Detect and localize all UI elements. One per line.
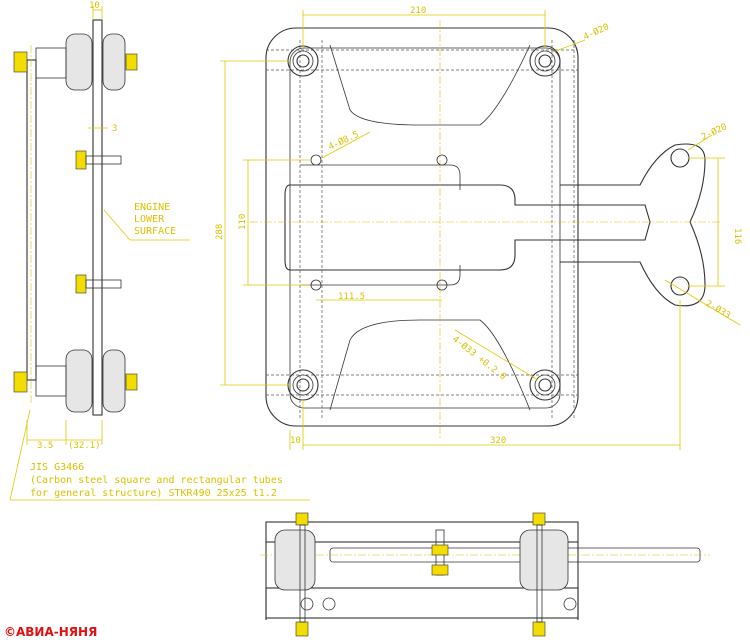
- corner-bolt-holes: [287, 45, 561, 401]
- dim-offset-115: 111.5: [338, 292, 365, 302]
- front-view: [260, 512, 710, 637]
- side-plate: [92, 19, 103, 416]
- left-mount: [274, 529, 316, 591]
- frame-outline: [265, 27, 579, 427]
- right-mount: [519, 529, 569, 591]
- dim-bottom-320: 320: [490, 436, 506, 446]
- ear-hole-bottom: [670, 276, 690, 296]
- lower-stud: [75, 274, 87, 294]
- spec-line-1: JIS G3466: [30, 462, 84, 473]
- small-holes: [310, 154, 448, 291]
- side-view: 10 3 3.5 (32.1): [9, 1, 310, 501]
- spec-line-3: for general structure) STKR490 25x25 t1.…: [30, 488, 277, 499]
- dim-ear-holes-bottom: 2-Ø33: [704, 298, 733, 321]
- top-nut: [13, 51, 28, 73]
- engine-note-3: SURFACE: [134, 226, 176, 237]
- dim-side-3: 3: [112, 124, 117, 134]
- dim-small-holes: 4-Ø8.5: [327, 129, 361, 153]
- left-nut-top: [295, 512, 309, 526]
- spec-line-2: (Carbon steel square and rectangular tub…: [30, 475, 283, 486]
- upper-stud: [75, 150, 87, 170]
- vertical-rod: [26, 59, 37, 381]
- bottom-nut: [13, 371, 28, 393]
- dim-side-321: (32.1): [68, 441, 101, 451]
- engine-note-1: ENGINE: [134, 202, 170, 213]
- dim-ear-spacing: 116: [732, 228, 742, 244]
- adapter-plate: [284, 184, 651, 271]
- top-rubber-mount: [65, 33, 93, 91]
- dim-height-outer: 288: [215, 224, 225, 240]
- bottom-rubber-mount: [65, 349, 93, 413]
- engine-note-2: LOWER: [134, 214, 165, 225]
- dim-top-width: 210: [410, 6, 426, 16]
- dim-height-inner: 110: [238, 214, 248, 230]
- plan-view: 210 4-Ø20 4-Ø8.5 288 110 2-Ø20 116 111.5…: [215, 6, 742, 450]
- dim-bolt-holes: 4-Ø20: [582, 21, 611, 42]
- dim-left-10: 10: [290, 436, 301, 446]
- dim-side-35: 3.5: [37, 441, 53, 451]
- center-nut: [431, 544, 449, 556]
- ear-bracket: [560, 143, 706, 307]
- dim-ear-holes: 2-Ø20: [700, 121, 729, 142]
- watermark: ©АВИА-НЯНЯ: [4, 625, 97, 639]
- dim-side-top: 10: [89, 1, 100, 11]
- ear-hole-top: [670, 148, 690, 168]
